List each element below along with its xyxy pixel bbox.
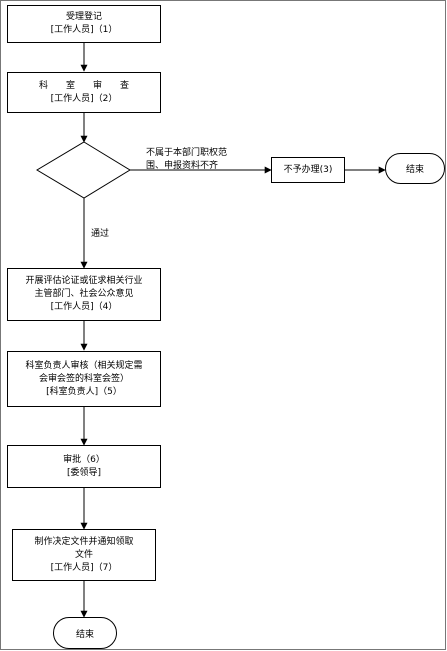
step-1-line-1: 受理登记 (65, 12, 102, 22)
step-4-line-1: 科室负责人审核（相关规定需 (25, 360, 143, 371)
step-2-line-1: 科 室 审 查 (38, 80, 129, 91)
pass-label: 通过 (91, 229, 110, 239)
reject-condition-label: 不属于本部门职权范 围、申报资料不齐 (146, 147, 227, 173)
step-2-section-review: 科 室 审 查 [工作人员]（2） (7, 72, 161, 113)
reject-condition-line-2: 围、申报资料不齐 (146, 161, 219, 171)
step-6-line-1: 制作决定文件并通知领取 (34, 536, 134, 547)
step-6-decision-document: 制作决定文件并通知领取 文件 [工作人员]（7） (12, 529, 156, 581)
step-1-line-2: [工作人员]（1） (50, 25, 118, 35)
reject-box: 不予办理(3) (271, 157, 345, 183)
step-4-line-2: 会审会签的科室会签） (38, 373, 129, 384)
step-1-accept-register: 受理登记 [工作人员]（1） (7, 5, 161, 43)
step-5-approval: 审批（6） [委领导] (7, 445, 161, 488)
step-4-line-3: [科室负责人]（5） (46, 386, 122, 397)
end-terminal-bottom: 结束 (53, 617, 117, 649)
step-4-section-head-audit: 科室负责人审核（相关规定需 会审会签的科室会签） [科室负责人]（5） (7, 351, 161, 407)
step-5-line-2: [委领导] (66, 467, 102, 478)
step-3-line-1: 开展评估论证或征求相关行业 (25, 276, 143, 286)
decision-diamond (36, 141, 131, 199)
end-right-label: 结束 (405, 165, 424, 175)
reject-label: 不予办理(3) (283, 164, 333, 175)
reject-condition-line-1: 不属于本部门职权范 (146, 148, 228, 158)
step-3-evaluation: 开展评估论证或征求相关行业 主管部门、社会公众意见 [工作人员]（4） (7, 268, 161, 321)
step-3-line-2: 主管部门、社会公众意见 (34, 289, 134, 299)
end-bottom-label: 结束 (75, 629, 94, 640)
step-2-line-2: [工作人员]（2） (50, 93, 118, 104)
step-6-line-3: [工作人员]（7） (50, 562, 118, 573)
end-terminal-right: 结束 (385, 153, 445, 184)
step-5-line-1: 审批（6） (63, 454, 105, 465)
step-6-line-2: 文件 (74, 549, 93, 560)
step-3-line-3: [工作人员]（4） (50, 302, 118, 312)
